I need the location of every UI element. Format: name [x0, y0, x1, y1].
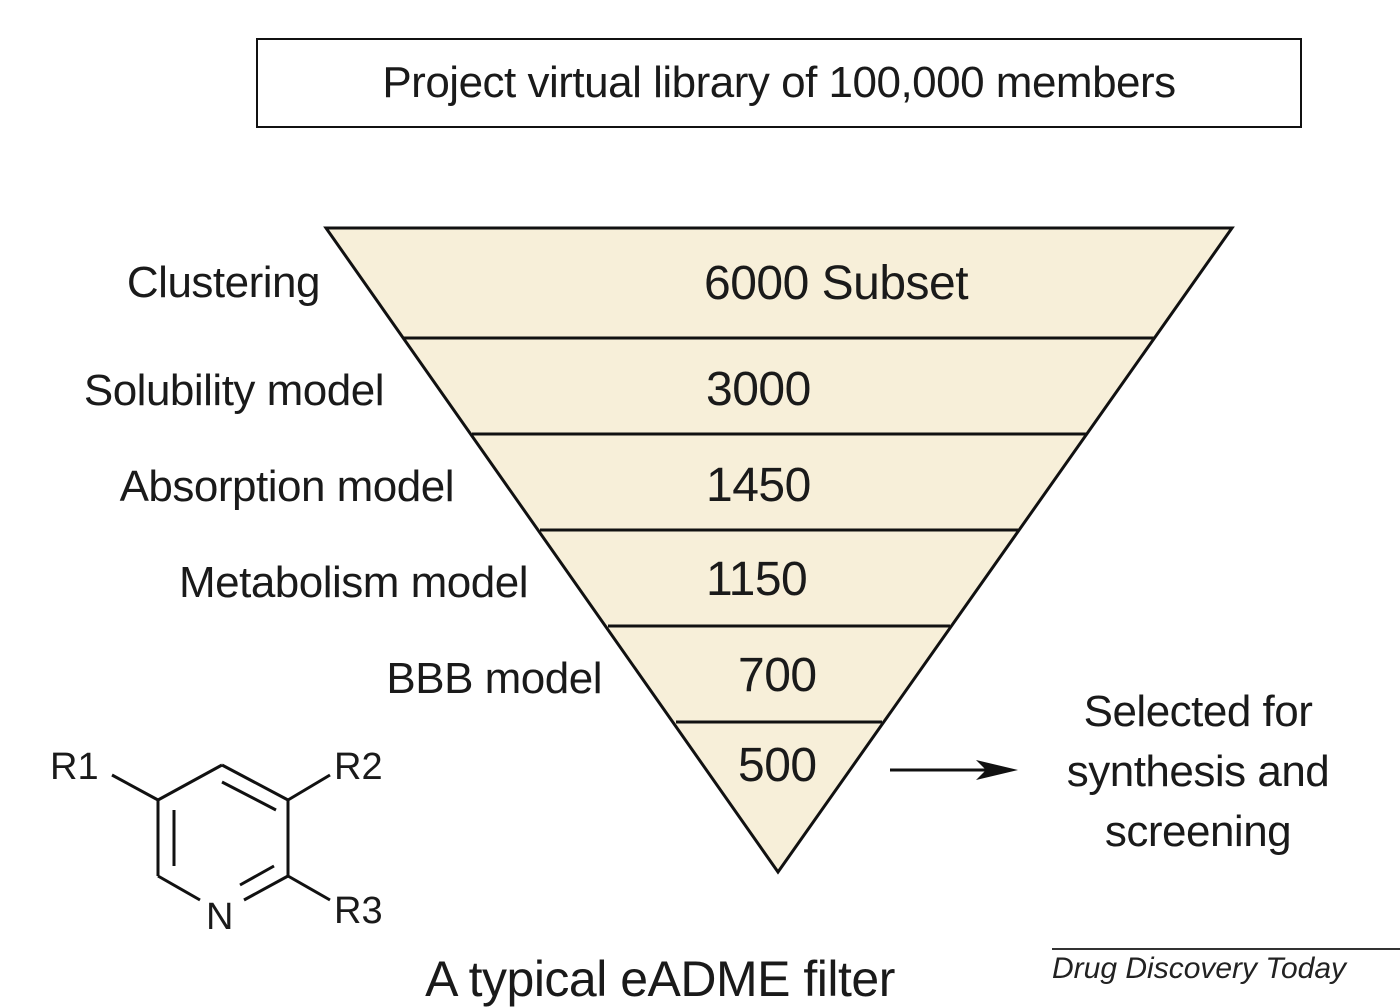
- stage-label-metabolism: Metabolism model: [178, 558, 529, 607]
- nitrogen-label: N: [206, 896, 234, 938]
- stage-count-final: 500: [738, 739, 817, 792]
- r3-label: R3: [334, 890, 383, 932]
- result-arrow-head: [976, 760, 1018, 780]
- source-credit: Drug Discovery Today: [1052, 948, 1400, 986]
- r2-label: R2: [334, 746, 383, 788]
- stage-label-absorption: Absorption model: [119, 462, 455, 511]
- stage-count-bbb: 700: [738, 649, 817, 702]
- library-header-box: Project virtual library of 100,000 membe…: [256, 38, 1302, 128]
- stage-count-metabolism: 1150: [706, 553, 808, 606]
- stage-label-solubility: Solubility model: [83, 366, 385, 415]
- stage-count-solubility: 3000: [706, 363, 811, 416]
- library-header-text: Project virtual library of 100,000 membe…: [382, 58, 1176, 107]
- selected-result-text: Selected for synthesis and screening: [1066, 687, 1330, 856]
- figure-caption: A typical eADME filter: [425, 951, 895, 1007]
- funnel-triangle: [323, 226, 1235, 875]
- stage-count-absorption: 1450: [706, 459, 811, 512]
- stage-label-bbb: BBB model: [386, 654, 602, 703]
- r1-label: R1: [50, 746, 99, 788]
- stage-label-clustering: Clustering: [126, 258, 321, 307]
- stage-count-clustering: 6000 Subset: [704, 257, 969, 310]
- pyridine-structure: [111, 763, 331, 902]
